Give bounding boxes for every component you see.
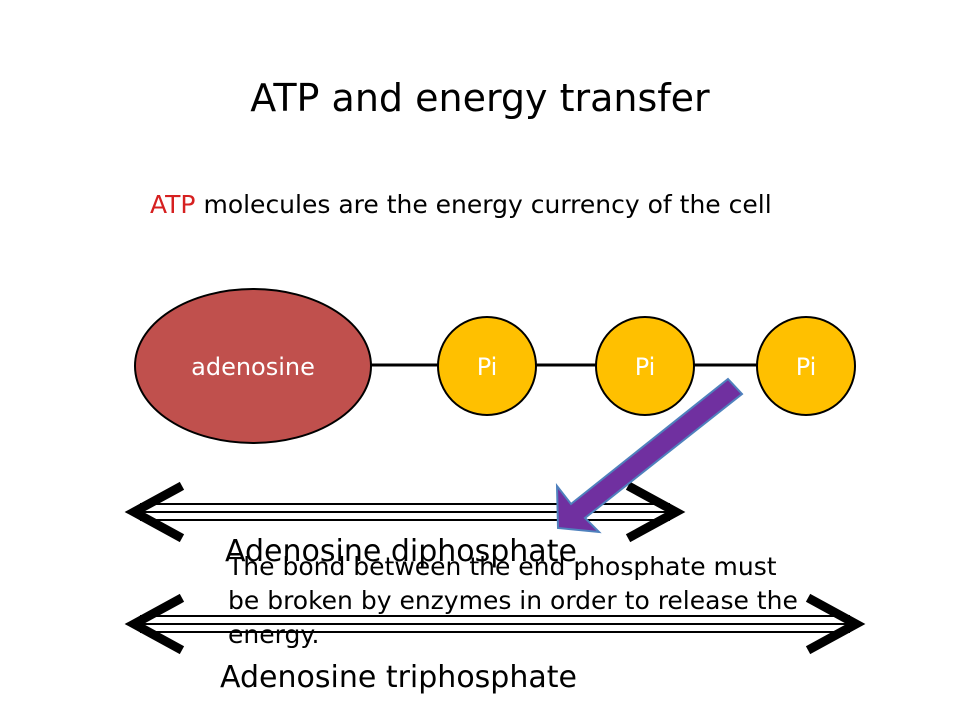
adp-left-arrowhead <box>124 481 185 543</box>
bond-pointer-arrow <box>555 377 744 534</box>
phosphate-2 <box>595 316 695 416</box>
atp-label: Adenosine triphosphate <box>220 660 577 695</box>
phosphate-1-label: Pi <box>477 353 498 381</box>
adp-label: Adenosine diphosphate <box>225 534 577 569</box>
atp-left-arrowhead <box>124 593 185 655</box>
bond-note: The bond between the end phosphate must … <box>228 552 798 649</box>
phosphate-3-label: Pi <box>796 353 817 381</box>
atp-range-arrow <box>124 593 866 655</box>
slide-title: ATP and energy transfer <box>250 76 710 120</box>
phosphate-1 <box>437 316 537 416</box>
adenosine-ellipse <box>134 288 372 444</box>
intro-text: ATP molecules are the energy currency of… <box>150 185 850 225</box>
intro-rest: molecules are the energy currency of the… <box>195 190 772 219</box>
adenosine-label: adenosine <box>191 353 315 381</box>
phosphate-2-label: Pi <box>635 353 656 381</box>
atp-highlight: ATP <box>150 190 196 219</box>
phosphate-3 <box>756 316 856 416</box>
atp-right-arrowhead <box>805 593 866 655</box>
adp-right-arrowhead <box>625 481 686 543</box>
